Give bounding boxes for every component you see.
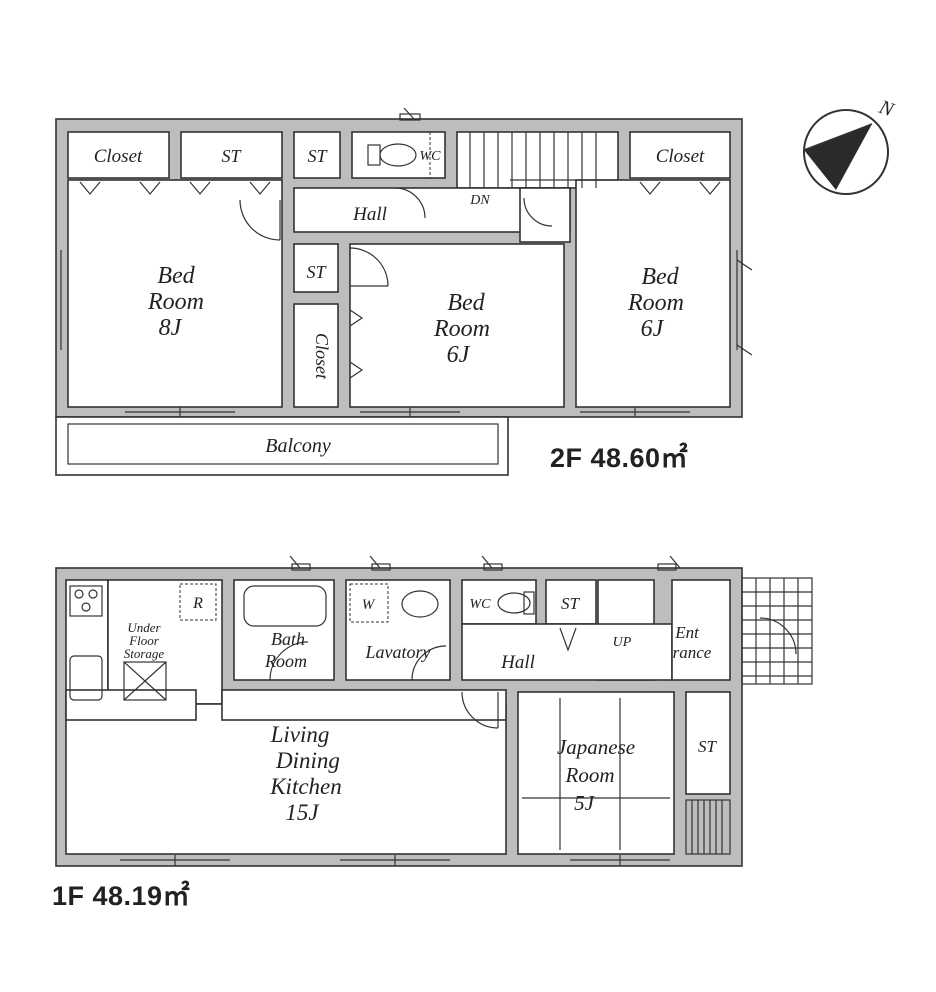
storage-top1-label: ST [221,146,242,166]
ldk-label-2: Dining [275,748,340,773]
storage-mid [293,243,339,293]
second-floor: Closet ST ST WC Closet Hall DN Bed Room … [55,107,753,476]
entrance-label-2: rance [673,643,712,662]
bath-room-label-2: Room [264,651,307,671]
hall-1f-label: Hall [500,652,535,673]
bath-room [233,579,335,681]
ldk-label-1: Living [270,722,330,747]
bedroom-mid-label-1: Bed [447,290,485,316]
bedroom-6j-right [575,179,731,408]
storage-top-2 [293,131,341,179]
closet-vertical [293,303,339,408]
bedroom-mid-label-3: 6J [447,342,471,368]
under-floor-label-3: Storage [124,646,165,661]
balcony [55,416,509,476]
balcony-label: Balcony [265,435,331,457]
closet-right-label: Closet [656,146,705,167]
bedroom-8j-label-1: Bed [157,263,195,289]
porch-tiles [741,577,813,685]
japanese-room [517,691,675,855]
first-floor: R Under Floor Storage Bath Room W Lavato… [55,555,813,867]
bedroom-right-label-3: 6J [641,316,665,342]
storage-top2-label: ST [307,146,328,166]
under-floor-label-2: Floor [128,633,160,648]
bedroom-right-label-1: Bed [641,264,679,290]
north-label: N [875,96,898,122]
japanese-room-label-1: Japanese [557,735,635,759]
under-floor-storage [107,579,223,705]
lavatory-label: Lavatory [365,642,431,662]
under-floor-label-1: Under [127,620,161,635]
closet-left-label: Closet [94,146,143,167]
japanese-room-label-3: 5J [574,791,596,815]
bedroom-right-label-2: Room [627,290,684,316]
lavatory [345,579,451,681]
closet-top-left [67,131,170,179]
bedroom-8j-label-2: Room [147,289,204,315]
kitchen-counter [65,579,109,705]
hall-1f [461,623,673,681]
washer-label: W [362,597,376,613]
bath-room-label-1: Bath [271,629,305,649]
north-arrow-icon: N [803,96,898,195]
entrance-label-1: Ent [674,623,700,642]
japanese-room-label-2: Room [565,763,615,787]
wc-1f-label: WC [470,597,492,612]
hall-2f-label: Hall [352,204,387,225]
wc-2f-label: WC [420,149,442,164]
living-dining-kitchen [65,703,507,855]
area-2f: 2F 48.60㎡ [550,443,689,473]
area-1f: 1F 48.19㎡ [52,881,191,911]
closet-top-right [629,131,731,179]
bedroom-8j-label-3: 8J [159,315,183,341]
stair-up-label: UP [613,635,632,650]
storage-1f-top-label: ST [561,594,581,613]
storage-mid-label: ST [306,262,327,282]
storage-1f-right-label: ST [698,737,718,756]
closet-vertical-label: Closet [312,333,332,380]
entrance [671,579,731,681]
bedroom-mid-label-2: Room [433,316,490,342]
ldk-label-3: Kitchen [269,774,342,799]
storage-top-1 [180,131,283,179]
storage-1f-right [685,691,731,795]
stair-down-label: DN [469,193,490,208]
bedroom-8j [67,179,283,408]
refrigerator-label: R [192,595,203,612]
ldk-label-4: 15J [285,800,320,825]
